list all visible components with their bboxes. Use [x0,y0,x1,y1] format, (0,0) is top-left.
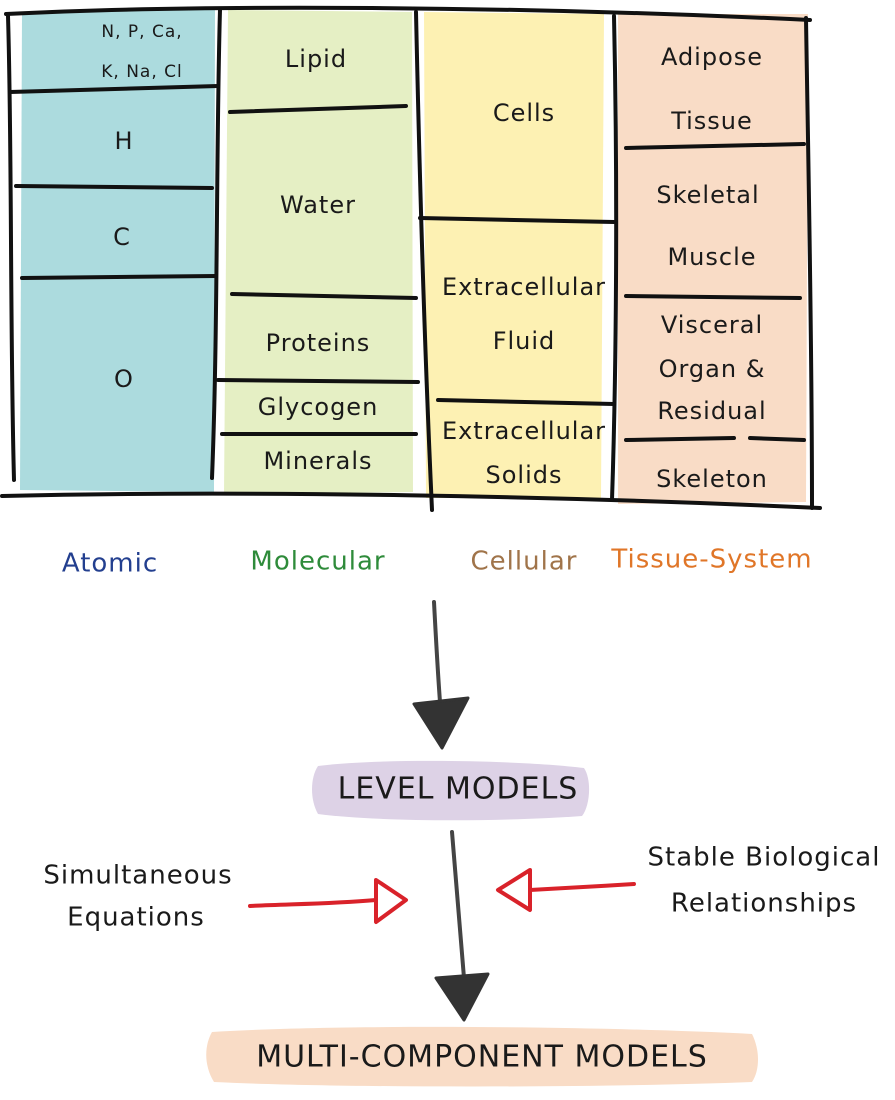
right-input-arrow-head [496,868,532,912]
tissue-row-skeleton: Skeleton [656,465,768,493]
divider-cellular-tissue [610,14,619,502]
molecular-divider-1 [228,104,408,114]
molecular-row-proteins: Proteins [266,329,371,357]
level-label-atomic: Atomic [62,549,158,579]
tissue-divider-1 [624,142,806,150]
right-input-line1: Stable Biological [648,843,881,873]
cellular-row-extracellular-1: Extracellular [442,273,606,301]
flow-arrow-shaft-2 [450,830,466,980]
atomic-row-c: C [113,223,131,251]
molecular-divider-3 [216,378,420,384]
atomic-column-fill [20,8,215,492]
left-border [6,14,16,482]
molecular-row-lipid: Lipid [285,45,347,73]
flow-arrow-head-2 [434,972,490,1022]
left-input-arrow-shaft [248,898,378,908]
atomic-row-h: H [114,127,133,155]
left-input-line1: Simultaneous [43,861,232,891]
tissue-divider-3b [748,436,806,442]
cellular-row-extracellular-2: Extracellular [442,417,606,445]
tissue-row-muscle: Muscle [667,243,756,271]
flow-arrow-shaft-1 [432,600,442,704]
right-border [804,16,814,510]
level-label-molecular: Molecular [250,547,385,577]
right-input-line2: Relationships [671,889,857,919]
divider-atomic-molecular [210,8,222,480]
cellular-divider-2 [436,398,616,406]
flow-arrow-head-1 [412,696,470,750]
molecular-column-fill [224,10,413,494]
cellular-row-cells: Cells [493,99,555,127]
multi-component-highlight [206,1026,758,1087]
left-input-arrow-head [374,878,408,924]
molecular-row-glycogen: Glycogen [258,393,379,421]
multi-component-models-label: MULTI-COMPONENT MODELS [256,1040,708,1075]
tissue-row-tissue: Tissue [670,107,753,135]
cellular-divider-1 [418,216,616,224]
level-models-label: LEVEL MODELS [338,772,579,807]
cellular-row-solids: Solids [486,461,563,489]
atomic-divider-1 [8,84,220,94]
atomic-row-knacl: K, Na, Cl [101,62,183,82]
level-models-highlight [312,760,590,821]
atomic-row-npca: N, P, Ca, [101,22,182,42]
tissue-row-residual: Residual [657,397,766,425]
cellular-row-fluid: Fluid [493,327,556,355]
tissue-column-fill [618,14,808,504]
tissue-divider-3a [624,436,736,442]
tissue-row-organ: Organ & [659,355,766,383]
atomic-divider-3 [20,274,218,280]
right-input-arrow-shaft [528,882,636,892]
tissue-row-adipose: Adipose [661,43,763,71]
level-label-cellular: Cellular [471,547,578,577]
tissue-row-skeletal: Skeletal [656,181,759,209]
molecular-divider-2 [230,292,418,300]
bottom-border [0,491,822,510]
level-label-tissue-system: Tissue-System [610,545,812,575]
molecular-row-water: Water [280,191,356,219]
tissue-row-visceral: Visceral [661,311,763,339]
top-border [4,5,812,22]
left-input-line2: Equations [67,903,205,933]
molecular-row-minerals: Minerals [263,447,372,475]
cellular-column-fill [424,12,604,498]
atomic-row-o: O [114,365,134,393]
atomic-divider-2 [14,184,214,190]
tissue-divider-2 [624,294,802,300]
divider-molecular-cellular [414,10,434,512]
